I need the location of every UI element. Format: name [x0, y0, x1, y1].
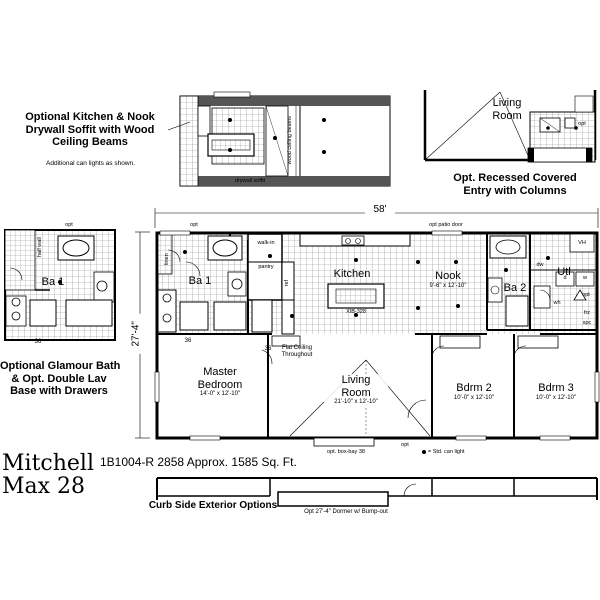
- living-label: Living Room 21'-10" x 12'-10": [324, 374, 388, 407]
- nook-size: 9'-6" x 12'-10": [429, 282, 467, 289]
- can-light-legend: = Std. can light: [428, 449, 465, 455]
- opt-utl-label: opt: [582, 292, 590, 298]
- dryer-label: d: [563, 275, 567, 281]
- bdrm3-size: 10'-0" x 12'-10": [535, 394, 577, 401]
- living-size: 21'-10" x 12'-10": [334, 399, 378, 406]
- master-label: Master Bedroom 14'-0" x 12'-10": [180, 366, 260, 398]
- master-size: 14'-0" x 12'-10": [199, 391, 241, 398]
- opt-top-label: opt: [190, 222, 198, 228]
- kitchen-name: Kitchen: [333, 268, 371, 280]
- option-entry-title-line: Entry with Columns: [463, 184, 567, 197]
- option-bath-title-line: Optional Glamour Bath: [0, 360, 121, 372]
- ref-label: ref: [283, 279, 290, 287]
- frz-label: frz: [583, 310, 591, 316]
- option-entry-drawing: [423, 90, 597, 163]
- pantry-label: pantry: [258, 264, 274, 270]
- option-kitchen-title: Optional Kitchen & Nook Drywall Soffit w…: [10, 111, 170, 149]
- wh-label: wh: [553, 300, 561, 306]
- nook-label: Nook 9'-6" x 12'-10": [420, 270, 476, 290]
- utl-name: Utl: [557, 266, 571, 278]
- option-entry-room: Living Room: [487, 97, 527, 122]
- ba2-name: Ba 2: [503, 282, 527, 294]
- main-floor-plan: [135, 208, 600, 454]
- option-bath-room: Ba 1: [41, 276, 65, 288]
- option-entry-title-line: Opt. Recessed Covered: [453, 172, 577, 184]
- model-name-line: Mitchell: [2, 451, 94, 476]
- vh-label: VH: [578, 240, 586, 246]
- soffit-label: drywall soffit: [234, 178, 266, 184]
- nook-name: Nook: [435, 270, 461, 282]
- width-dimension: 58': [365, 204, 395, 216]
- master-door-dim: 36: [264, 346, 272, 352]
- plan-spec: 1B1004-R 2858 Approx. 1585 Sq. Ft.: [100, 455, 297, 469]
- option-kitchen-title-line: Optional Kitchen & Nook: [25, 111, 155, 123]
- option-bath-title: Optional Glamour Bath & Opt. Double Lav …: [0, 360, 121, 398]
- option-kitchen-title-line: Drywall Soffit with Wood: [25, 123, 155, 136]
- bdrm2-name: Bdrm 2: [456, 382, 492, 394]
- depth-dimension: 27'-4": [130, 313, 142, 354]
- spc-label: spc: [582, 320, 592, 326]
- flat-ceiling-line: Throughout: [281, 351, 313, 358]
- option-entry-room-line: Living: [492, 97, 522, 109]
- option-kitchen-drawing: [167, 91, 391, 187]
- ba1-name: Ba 1: [188, 275, 212, 287]
- option-bath-opt: opt: [65, 222, 73, 228]
- half-wall-label: half wall: [36, 237, 43, 258]
- opt-patio-door-label: opt patio door: [429, 222, 463, 228]
- living-name-line: Room: [341, 386, 371, 399]
- bdrm3-name: Bdrm 3: [538, 382, 574, 394]
- option-kitchen-note: Additional can lights as shown.: [46, 160, 135, 167]
- bdrm2-size: 10'-0" x 12'-10": [453, 394, 495, 401]
- dormer-label: Opt 27'-4" Dormer w/ Bump-out: [304, 509, 388, 515]
- option-bath-dim: 36: [34, 339, 42, 345]
- linen-label: linen: [163, 253, 170, 265]
- living-name-line: Living: [341, 374, 371, 386]
- walk-in-label: walk-in: [257, 240, 275, 246]
- bdrm2-label: Bdrm 2 10'-0" x 12'-10": [444, 382, 504, 402]
- dw-label: dw: [536, 262, 544, 268]
- curb-side-title: Curb Side Exterior Options: [148, 500, 278, 511]
- option-bath-title-line: & Opt. Double Lav: [11, 372, 107, 385]
- option-entry-title: Opt. Recessed Covered Entry with Columns: [430, 172, 600, 197]
- box-bay-label: opt. box-bay 38: [327, 449, 365, 455]
- master-name-line: Bedroom: [197, 378, 243, 391]
- opt-bottom-label: opt: [401, 442, 409, 448]
- curb-side-options-drawing: [156, 477, 598, 507]
- option-bath-drawing: [4, 229, 116, 341]
- option-bath-title-line: Base with Drawers: [10, 385, 108, 398]
- flat-ceiling-line: Flat Ceiling: [281, 345, 312, 351]
- option-entry-opt: opt: [578, 121, 586, 127]
- option-entry-room-line: Room: [492, 109, 522, 122]
- washer-label: w: [583, 275, 587, 281]
- bdrm3-label: Bdrm 3 10'-0" x 12'-10": [526, 382, 586, 402]
- model-name-line: Max 28: [2, 474, 86, 500]
- model-name: Mitchell Max 28: [2, 452, 94, 498]
- master-bath-dim: 36: [184, 338, 192, 344]
- beams-label: wood ceiling beams: [286, 116, 293, 165]
- option-kitchen-title-line: Ceiling Beams: [52, 136, 128, 149]
- master-name-line: Master: [203, 366, 237, 378]
- island-code: XIB-328: [346, 309, 366, 315]
- flat-ceiling-label: Flat Ceiling Throughout: [276, 345, 318, 359]
